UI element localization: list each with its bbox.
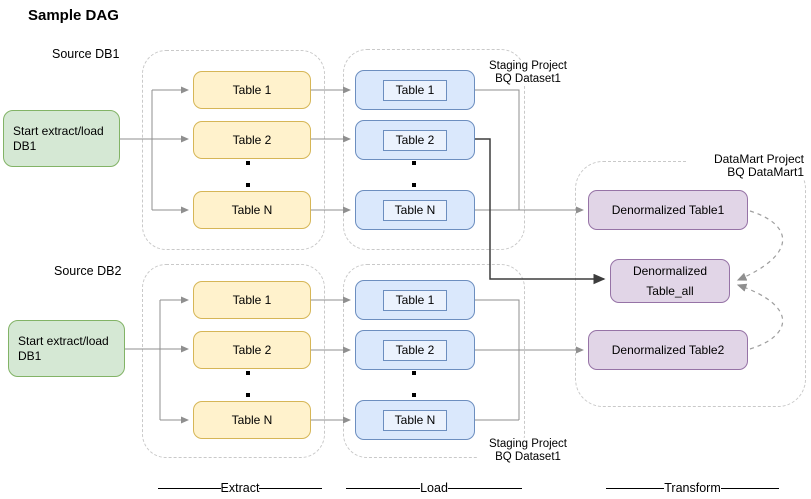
g1-extract-table-2: Table 2	[193, 121, 311, 159]
g2-load-table-1-label: Table 1	[395, 292, 435, 307]
g1-load-table-n-rect: Table N	[383, 199, 447, 221]
stage-label-extract-text: Extract	[220, 481, 260, 495]
g1-load-table-2-rect: Table 2	[383, 129, 447, 151]
g1-extract-table-n-label: Table N	[231, 202, 273, 217]
start-node-db2: Start extract/load DB1	[8, 320, 125, 377]
ellipsis-dot	[412, 393, 416, 397]
datamart-label-line1: DataMart Project	[713, 152, 804, 166]
g1-load-table-1-rect: Table 1	[383, 79, 447, 101]
start-node-db1: Start extract/load DB1	[3, 110, 120, 167]
staging-label-db1-line2: BQ Dataset1	[495, 73, 561, 85]
source-db1-label: Source DB1	[52, 47, 120, 61]
staging-label-db1: Staging Project BQ Dataset1	[478, 60, 578, 86]
g1-load-table-2: Table 2	[355, 120, 475, 160]
staging-label-db2: Staging Project BQ Dataset1	[478, 438, 578, 464]
g2-load-table-2-label: Table 2	[395, 342, 435, 357]
g2-load-table-n-rect: Table N	[383, 409, 447, 431]
stage-rule	[346, 487, 421, 489]
g1-load-table-1-label: Table 1	[395, 82, 435, 97]
ellipsis-dot	[246, 161, 250, 165]
g2-extract-table-1-label: Table 1	[232, 292, 272, 307]
denormalized-table-all-line2: Table_all	[646, 284, 694, 298]
stage-rule	[158, 487, 221, 489]
start-node-db1-line1: Start extract/load	[13, 123, 104, 138]
g1-extract-table-1: Table 1	[193, 71, 311, 109]
load-container-db2	[343, 264, 525, 458]
g1-load-table-2-label: Table 2	[395, 132, 435, 147]
stage-label-extract: Extract	[158, 481, 322, 495]
staging-label-db1-line1: Staging Project	[489, 60, 567, 72]
start-node-db2-line1: Start extract/load	[18, 333, 109, 348]
g2-load-table-2: Table 2	[355, 330, 475, 370]
g1-extract-table-n: Table N	[193, 191, 311, 229]
ellipsis-dot	[412, 371, 416, 375]
g2-extract-table-n: Table N	[193, 401, 311, 439]
denormalized-table-all-node: Denormalized Table_all	[610, 259, 730, 303]
g1-load-table-n: Table N	[355, 190, 475, 230]
page-title: Sample DAG	[28, 7, 119, 24]
g2-extract-table-n-label: Table N	[231, 412, 273, 427]
datamart-label-line2: BQ DataMart1	[727, 165, 804, 179]
g1-extract-table-2-label: Table 2	[232, 132, 272, 147]
start-node-db1-line2: DB1	[13, 138, 37, 153]
stage-rule	[720, 487, 779, 489]
load-container-db1	[343, 49, 525, 250]
ellipsis-dot	[412, 183, 416, 187]
stage-label-transform: Transform	[606, 481, 779, 495]
ellipsis-dot	[246, 183, 250, 187]
extract-container-db2	[142, 264, 325, 458]
ellipsis-dot	[246, 371, 250, 375]
start-node-db2-line2: DB1	[18, 348, 42, 363]
source-db2-label: Source DB2	[54, 264, 122, 278]
stage-rule	[259, 487, 322, 489]
g1-load-table-n-label: Table N	[394, 202, 436, 217]
g2-load-table-2-rect: Table 2	[383, 339, 447, 361]
g1-load-table-1: Table 1	[355, 70, 475, 110]
datamart-label: DataMart Project BQ DataMart1	[688, 153, 806, 179]
stage-rule	[606, 487, 665, 489]
g2-extract-table-2-label: Table 2	[232, 342, 272, 357]
g2-load-table-1: Table 1	[355, 280, 475, 320]
denormalized-table2-node: Denormalized Table2	[588, 330, 748, 370]
stage-label-transform-text: Transform	[664, 481, 721, 495]
g2-load-table-n-label: Table N	[394, 412, 436, 427]
stage-rule	[447, 487, 522, 489]
g2-extract-table-1: Table 1	[193, 281, 311, 319]
denormalized-table1-node: Denormalized Table1	[588, 190, 748, 230]
stage-label-load: Load	[346, 481, 522, 495]
stage-label-load-text: Load	[420, 481, 448, 495]
denormalized-table2-label: Denormalized Table2	[611, 342, 725, 357]
g1-extract-table-1-label: Table 1	[232, 82, 272, 97]
denormalized-table-all-line1: Denormalized	[632, 264, 708, 278]
extract-container-db1	[142, 50, 325, 250]
g2-load-table-n: Table N	[355, 400, 475, 440]
g2-extract-table-2: Table 2	[193, 331, 311, 369]
staging-label-db2-line1: Staging Project	[489, 438, 567, 450]
staging-label-db2-line2: BQ Dataset1	[495, 451, 561, 463]
denormalized-table1-label: Denormalized Table1	[611, 202, 725, 217]
ellipsis-dot	[246, 393, 250, 397]
ellipsis-dot	[412, 161, 416, 165]
g2-load-table-1-rect: Table 1	[383, 289, 447, 311]
